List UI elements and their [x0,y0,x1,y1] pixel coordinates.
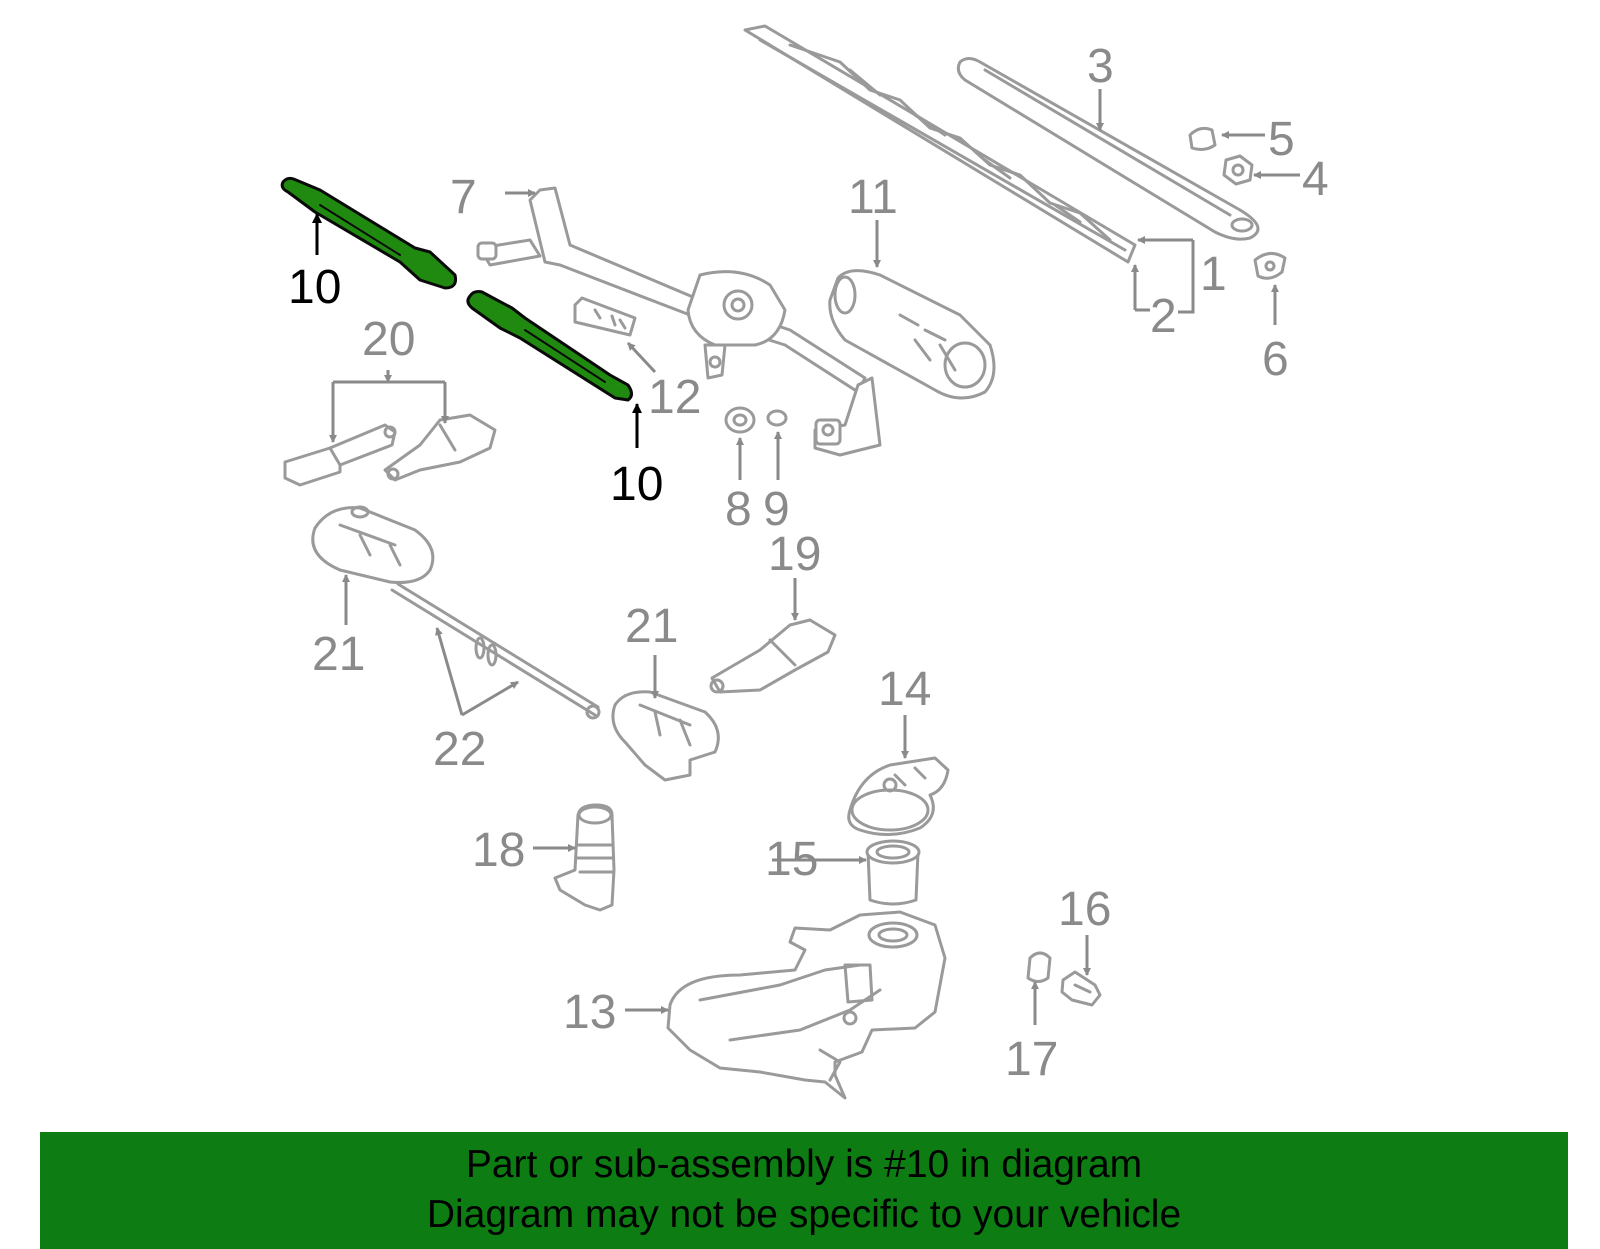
wiper-linkage-part-7 [476,186,882,457]
linkage-rod-part-10-upper [280,176,457,290]
nozzle-left-part-20 [283,423,397,487]
nut-part-4 [1222,154,1254,186]
banner-line-1: Part or sub-assembly is #10 in diagram [465,1143,1143,1186]
callout-9: 9 [763,483,790,536]
cap-part-5 [1188,126,1217,151]
callout-16: 16 [1058,883,1111,936]
nozzle-part-19 [709,618,837,694]
callout-2: 2 [1150,290,1177,343]
nozzle-right-part-20 [383,413,497,482]
grommet-part-17 [1026,951,1052,983]
washer-part-9 [766,409,788,427]
callout-3: 3 [1087,40,1114,93]
callout-7: 7 [450,171,477,224]
wiper-motor-part-11 [828,269,996,400]
callout-4: 4 [1302,153,1329,206]
callout-10-lower: 10 [610,458,663,511]
callout-10-upper: 10 [288,261,341,314]
callout-6: 6 [1262,333,1289,386]
part-10-leaders [312,213,642,448]
nozzle-bracket-right-part-21 [611,690,720,782]
part-6 [1253,252,1287,280]
callout-21-right: 21 [625,600,678,653]
grommet-part-8 [724,406,756,434]
callout-18: 18 [472,824,525,877]
linkage-rod-part-10-lower [466,290,633,402]
callout-20: 20 [362,313,415,366]
callout-5: 5 [1268,113,1295,166]
clip-part-12 [573,296,637,337]
info-banner: Part or sub-assembly is #10 in diagram D… [40,1132,1568,1249]
callout-22: 22 [433,723,486,776]
washer-reservoir-part-13 [666,910,947,1100]
reservoir-cap-part-14 [847,756,950,836]
wiper-arm-part-3 [956,57,1260,241]
washer-hose-part-22 [390,582,601,720]
filler-neck-part-15 [865,839,921,906]
callout-1: 1 [1200,248,1227,301]
callout-13: 13 [563,986,616,1039]
callout-19: 19 [768,528,821,581]
callout-12: 12 [648,371,701,424]
callout-8: 8 [725,483,752,536]
wiper-blade-part-2 [743,24,1137,264]
washer-pump-part-18 [553,803,616,912]
nozzle-bracket-left-part-21 [311,505,435,584]
callout-14: 14 [878,663,931,716]
callout-21-left: 21 [312,628,365,681]
level-sensor-part-16 [1060,970,1102,1007]
callout-15: 15 [765,833,818,886]
callout-leaders [329,89,1300,1025]
callout-17: 17 [1005,1033,1058,1086]
banner-line-2: Diagram may not be specific to your vehi… [426,1193,1182,1236]
callout-11: 11 [848,171,898,224]
